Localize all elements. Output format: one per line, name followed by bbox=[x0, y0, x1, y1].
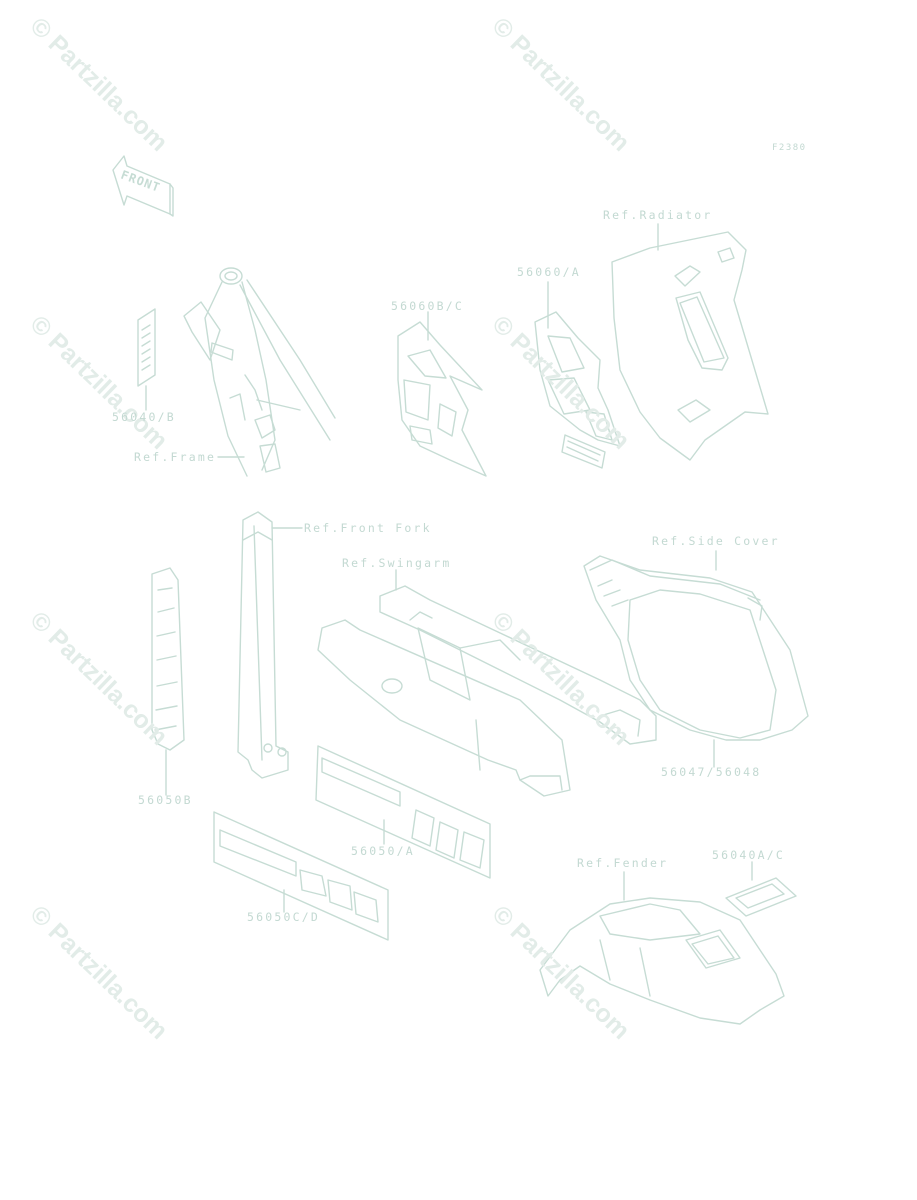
radiator-shroud-drawing bbox=[611, 231, 769, 461]
side-cover-drawing bbox=[583, 555, 809, 741]
label-56050b: 56050B bbox=[138, 793, 193, 807]
decal-56060a-drawing bbox=[534, 311, 621, 469]
decal-56050b-drawing bbox=[151, 567, 185, 751]
label-ref-radiator: Ref.Radiator bbox=[603, 208, 713, 222]
rear-fender-drawing bbox=[539, 897, 785, 1025]
leader-lines bbox=[145, 223, 753, 913]
decal-56050a-drawing bbox=[315, 745, 491, 879]
label-ref-frame: Ref.Frame bbox=[134, 450, 217, 464]
front-arrow-icon: FRONT bbox=[112, 155, 174, 217]
label-56040b: 56040/B bbox=[112, 410, 176, 424]
label-56050a: 56050/A bbox=[351, 844, 415, 858]
label-56047-56048: 56047/56048 bbox=[661, 765, 762, 779]
label-56060a: 56060/A bbox=[517, 265, 581, 279]
swingarm-drawing bbox=[317, 585, 657, 797]
label-ref-swingarm: Ref.Swingarm bbox=[342, 556, 452, 570]
label-56060bc: 56060B/C bbox=[391, 299, 464, 313]
front-fork-drawing bbox=[237, 511, 289, 779]
decal-56060bc-drawing bbox=[397, 321, 487, 477]
label-56040ac: 56040A/C bbox=[712, 848, 785, 862]
label-ref-front-fork: Ref.Front Fork bbox=[304, 521, 432, 535]
decal-56050cd-drawing bbox=[213, 811, 389, 941]
decal-56040b-drawing bbox=[137, 308, 156, 387]
label-ref-side-cover: Ref.Side Cover bbox=[652, 534, 780, 548]
decal-56040ac-drawing bbox=[725, 877, 797, 917]
label-ref-fender: Ref.Fender bbox=[577, 856, 669, 870]
label-56050cd: 56050C/D bbox=[247, 910, 320, 924]
figure-code: F2380 bbox=[772, 143, 807, 153]
frame-drawing bbox=[183, 267, 336, 477]
